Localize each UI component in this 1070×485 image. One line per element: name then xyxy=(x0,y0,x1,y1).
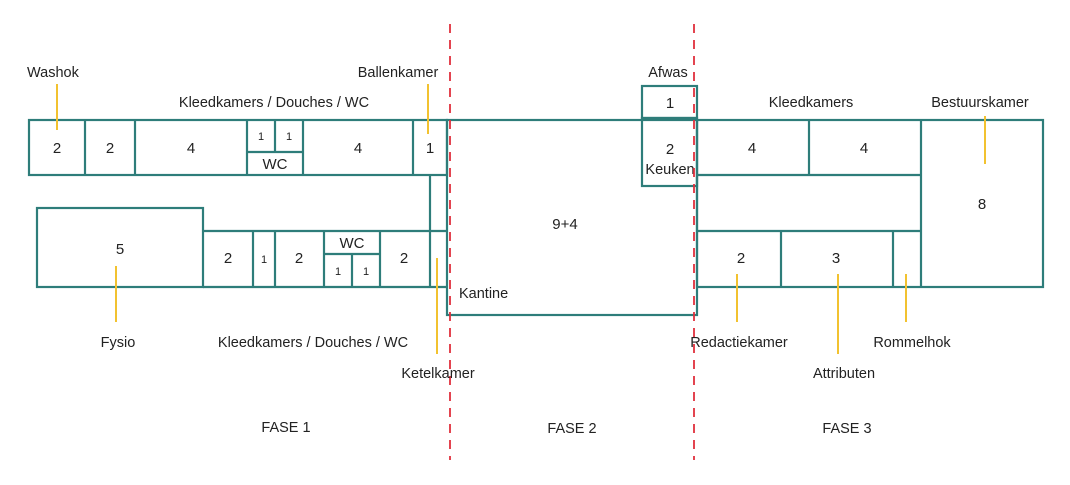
fysio-label: Fysio xyxy=(101,335,136,351)
top-block-outline xyxy=(27,118,449,177)
fysio-room xyxy=(35,206,205,289)
wc-label: WC xyxy=(263,156,288,173)
bestuurskamer-label: Bestuurskamer xyxy=(931,95,1029,111)
room-count: 2 xyxy=(53,140,61,157)
redactiekamer-label: Redactiekamer xyxy=(690,335,788,351)
keuken-label: Keuken xyxy=(645,162,694,178)
room-count: 1 xyxy=(261,254,267,266)
room-count: 1 xyxy=(363,266,369,278)
room-count: 3 xyxy=(832,250,840,267)
phase-3-title: FASE 3 xyxy=(822,421,871,437)
rommelhok-label: Rommelhok xyxy=(873,335,951,351)
room-count: 4 xyxy=(187,140,195,157)
kleedkamers-top-label: Kleedkamers / Douches / WC xyxy=(179,95,369,111)
room-count: 2 xyxy=(737,250,745,267)
kantine-label: Kantine xyxy=(459,286,508,302)
phase-1-title: FASE 1 xyxy=(261,420,310,436)
phase3-block-outline xyxy=(695,118,1045,289)
room-count: 1 xyxy=(258,131,264,143)
ketelkamer-label: Ketelkamer xyxy=(401,366,475,382)
room-count: 2 xyxy=(106,140,114,157)
room-count: 4 xyxy=(748,140,756,157)
phase-2-title: FASE 2 xyxy=(547,421,596,437)
kleedkamers-bottom-label: Kleedkamers / Douches / WC xyxy=(218,335,408,351)
room-count: 1 xyxy=(666,95,674,112)
room-count: 8 xyxy=(978,196,986,213)
room-count: 2 xyxy=(400,250,408,267)
room-count: 1 xyxy=(286,131,292,143)
attributen-label: Attributen xyxy=(813,366,875,382)
room-count: 5 xyxy=(116,241,124,258)
room-count: 1 xyxy=(426,140,434,157)
ballenkamer-label: Ballenkamer xyxy=(358,65,439,81)
wc-label: WC xyxy=(340,235,365,252)
washok-label: Washok xyxy=(27,65,80,81)
room-count: 2 xyxy=(224,250,232,267)
room-count: 9+4 xyxy=(552,216,577,233)
kleedkamers-right-label: Kleedkamers xyxy=(769,95,854,111)
room-count: 1 xyxy=(335,266,341,278)
room-count: 2 xyxy=(666,141,674,158)
room-count: 4 xyxy=(860,140,868,157)
afwas-label: Afwas xyxy=(648,65,688,81)
room-count: 4 xyxy=(354,140,362,157)
room-count: 2 xyxy=(295,250,303,267)
